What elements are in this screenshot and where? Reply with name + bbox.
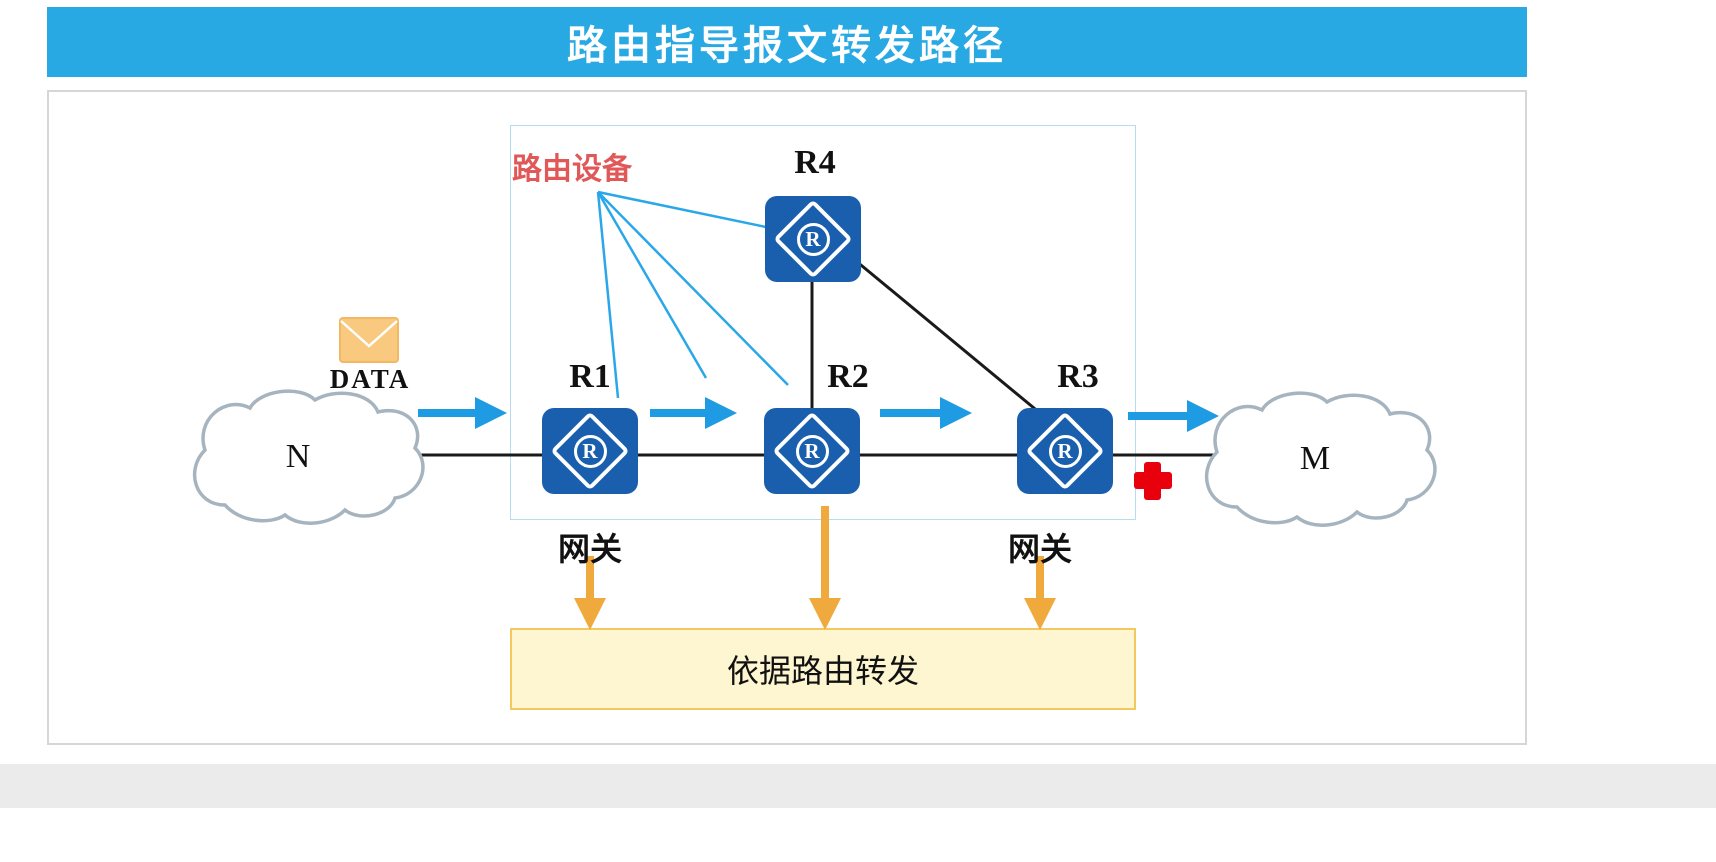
router-label-r1: R1 <box>569 358 611 395</box>
data-packet-label: DATA <box>329 364 411 394</box>
router-r3: R <box>1017 408 1113 494</box>
page-title: 路由指导报文转发路径 <box>567 24 1007 68</box>
router-r-icon: R <box>795 434 829 468</box>
routing-device-label: 路由设备 <box>512 153 632 186</box>
router-label-r3: R3 <box>1057 358 1099 395</box>
title-bar: 路由指导报文转发路径 <box>47 7 1527 77</box>
cloud-m-label: M <box>1299 440 1331 477</box>
bottom-strip <box>0 764 1716 808</box>
gateway-label-right: 网关 <box>1007 531 1072 567</box>
router-label-r2: R2 <box>827 358 869 395</box>
gateway-label-left: 网关 <box>557 531 622 567</box>
router-r1: R <box>542 408 638 494</box>
router-r-icon: R <box>573 434 607 468</box>
cloud-n-label: N <box>285 438 311 475</box>
router-r-icon: R <box>1048 434 1082 468</box>
router-r4: R <box>765 196 861 282</box>
forward-by-route-box: 依据路由转发 <box>510 628 1136 710</box>
router-r2: R <box>764 408 860 494</box>
router-r-icon: R <box>796 222 830 256</box>
forward-by-route-label: 依据路由转发 <box>726 653 919 689</box>
router-label-r4: R4 <box>794 144 836 181</box>
